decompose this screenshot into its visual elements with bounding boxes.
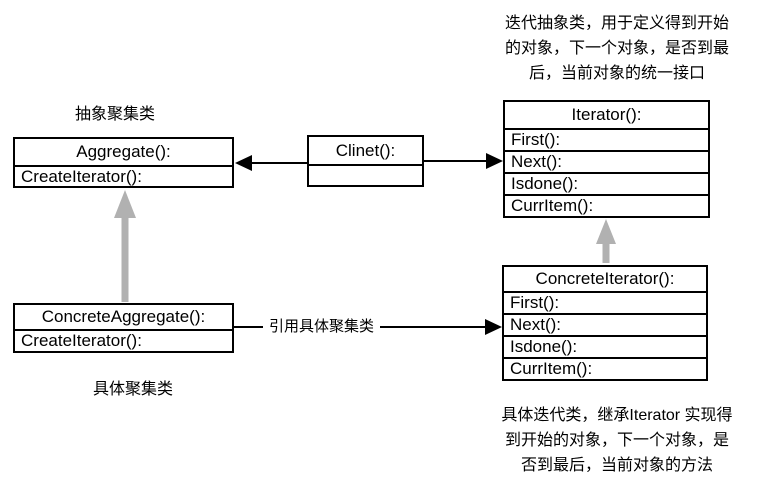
concrete-aggregate-class-title: ConcreteAggregate():	[15, 305, 232, 331]
iterator-annotation: 迭代抽象类，用于定义得到开始 的对象，下一个对象，是否到最 后，当前对象的统一接…	[478, 11, 756, 86]
inheritance-arrow-concrete-iterator-to-iterator	[596, 219, 616, 263]
concrete-aggregate-class-box: ConcreteAggregate(): CreateIterator():	[13, 303, 234, 353]
iterator-annotation-line: 后，当前对象的统一接口	[528, 65, 705, 82]
concrete-iterator-method-first: First():	[510, 293, 560, 312]
iterator-annotation-line: 的对象，下一个对象，是否到最	[504, 40, 729, 57]
aggregate-class-title: Aggregate():	[15, 139, 232, 167]
iterator-method-next: Next():	[505, 150, 708, 172]
client-class-box: Clinet():	[307, 135, 424, 187]
iterator-class-box: Iterator(): First(): Next(): Isdone(): C…	[503, 100, 710, 218]
iterator-method-isdone: Isdone():	[505, 172, 708, 194]
concrete-iterator-annotation-line: 具体迭代类，继承Iterator 实现得	[501, 407, 733, 424]
concrete-iterator-method-isdone: Isdone():	[504, 335, 706, 357]
concrete-aggregate-label: 具体聚集类	[92, 381, 173, 398]
association-arrow-client-to-aggregate	[235, 155, 307, 171]
concrete-iterator-method-next: Next():	[504, 313, 706, 335]
concrete-iterator-class-box: ConcreteIterator(): First(): Next(): Isd…	[502, 265, 708, 381]
iterator-class-title: Iterator():	[505, 102, 708, 130]
client-empty-compartment	[309, 166, 422, 185]
concrete-iterator-method-curritem: CurrItem():	[504, 357, 706, 379]
inheritance-arrow-concrete-aggregate-to-aggregate	[114, 190, 136, 302]
aggregate-class-box: Aggregate(): CreateIterator():	[13, 137, 234, 188]
iterator-method-curritem: CurrItem():	[505, 194, 708, 216]
concrete-aggregate-method-createiterator: CreateIterator():	[21, 331, 142, 350]
client-class-title: Clinet():	[309, 137, 422, 166]
concrete-iterator-annotation-line: 到开始的对象，下一个对象，是	[504, 432, 729, 449]
concrete-iterator-annotation-line: 否到最后，当前对象的方法	[520, 457, 713, 474]
abstract-aggregate-label: 抽象聚集类	[74, 106, 155, 123]
iterator-annotation-line: 迭代抽象类，用于定义得到开始	[504, 15, 729, 32]
association-arrow-client-to-iterator	[424, 153, 503, 169]
iterator-method-first: First():	[511, 130, 561, 149]
reference-arrow-label: 引用具体聚集类	[263, 318, 381, 336]
aggregate-method-createiterator: CreateIterator():	[21, 167, 142, 186]
concrete-iterator-class-title: ConcreteIterator():	[504, 267, 706, 293]
concrete-iterator-annotation: 具体迭代类，继承Iterator 实现得 到开始的对象，下一个对象，是 否到最后…	[478, 403, 756, 478]
